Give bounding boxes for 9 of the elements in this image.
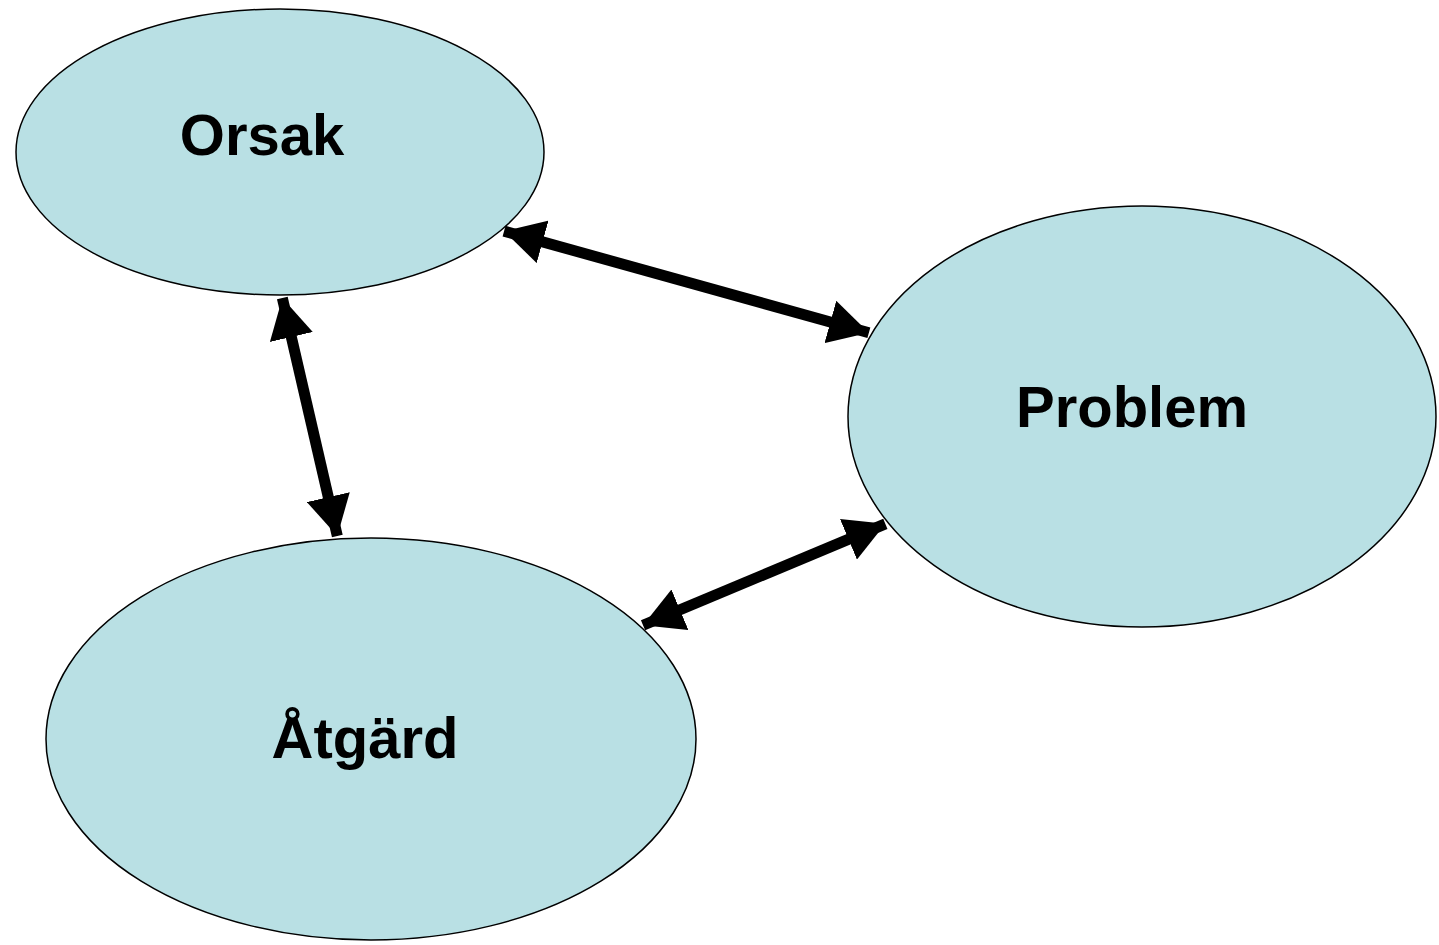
- ellipse-node: [45, 537, 697, 941]
- double-arrow: [502, 220, 871, 344]
- node-label: Orsak: [179, 100, 345, 168]
- node-label: Problem: [1015, 373, 1249, 440]
- double-arrow: [640, 518, 888, 631]
- ellipse-node: [847, 205, 1437, 628]
- double-arrow: [269, 296, 350, 538]
- ellipse-node: [15, 8, 545, 296]
- node-label: Åtgärd: [271, 703, 459, 771]
